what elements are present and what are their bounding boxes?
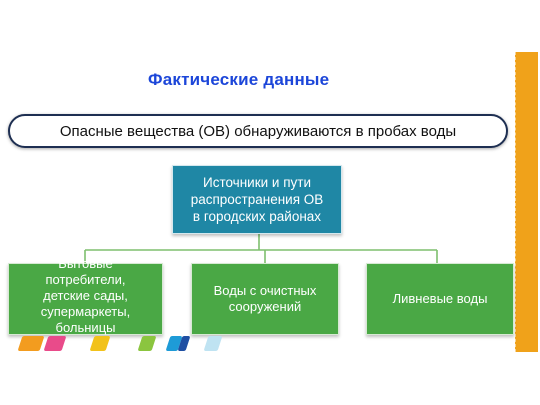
child-node-treatment-label: Воды с очистных сооружений bbox=[213, 283, 317, 314]
child-node-stormwater: Ливневые воды bbox=[366, 263, 514, 335]
child-node-stormwater-label: Ливневые воды bbox=[392, 291, 488, 306]
slide-title: Фактические данные bbox=[148, 70, 330, 89]
statement-text: Опасные вещества (ОВ) обнаруживаются в п… bbox=[59, 122, 457, 140]
statement-banner: Опасные вещества (ОВ) обнаруживаются в п… bbox=[8, 114, 508, 148]
side-accent-bar bbox=[515, 52, 538, 352]
root-node-label: Источники и пути распространения ОВ в го… bbox=[190, 175, 324, 224]
child-node-household-label: Бытовые потребители, детские сады, супер… bbox=[40, 256, 131, 335]
root-node: Источники и пути распространения ОВ в го… bbox=[172, 165, 342, 234]
child-node-household: Бытовые потребители, детские сады, супер… bbox=[8, 256, 163, 335]
child-node-treatment: Воды с очистных сооружений bbox=[191, 263, 339, 335]
